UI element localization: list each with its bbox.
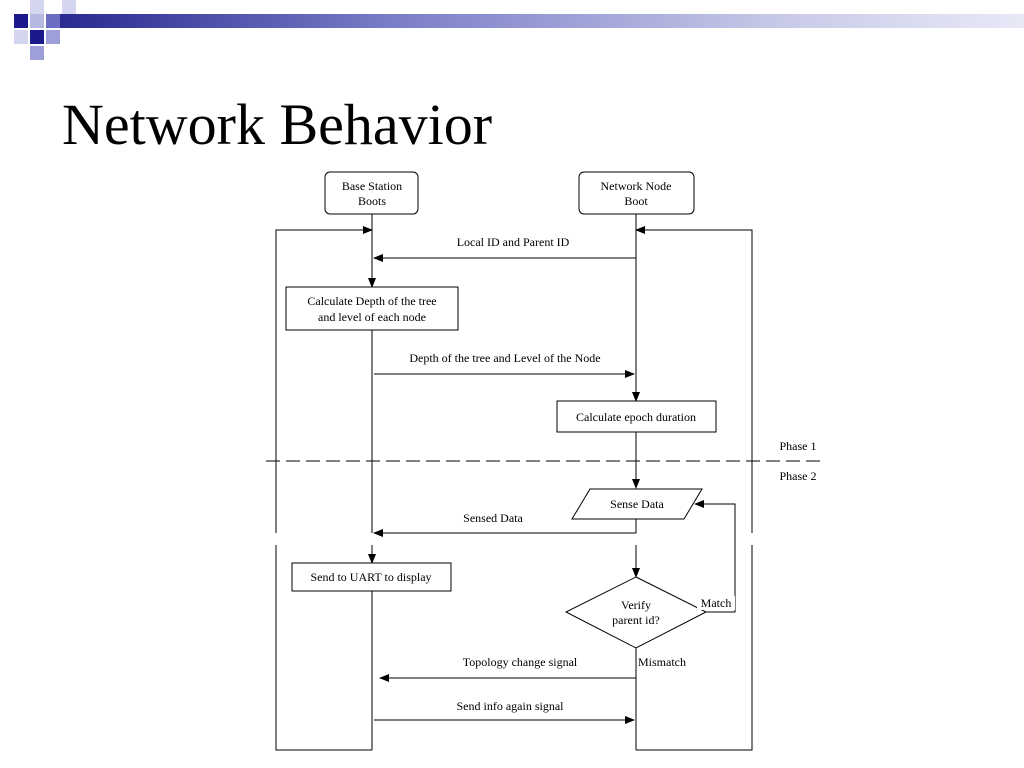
- base-station-boots-label: Base Station: [342, 179, 402, 193]
- calc-depth-label: Calculate Depth of the tree: [307, 294, 436, 308]
- calc-epoch-label: Calculate epoch duration: [576, 410, 696, 424]
- verify-label: Verify: [621, 598, 651, 612]
- sense-data-shape: [571, 488, 703, 520]
- send-info-again-label: Send info again signal: [457, 699, 565, 713]
- mismatch-label: Mismatch: [638, 655, 686, 669]
- deco-square: [46, 14, 60, 28]
- verify-label: parent id?: [612, 613, 660, 627]
- phase1-label: Phase 1: [780, 439, 817, 453]
- phase-separator-gap: [266, 533, 824, 545]
- network-node-boot-label: Network Node: [601, 179, 672, 193]
- sensed-data-label: Sensed Data: [463, 511, 523, 525]
- phase2-label: Phase 2: [780, 469, 817, 483]
- send-uart-box: [291, 562, 452, 592]
- header-decoration: [14, 0, 1024, 60]
- deco-square: [14, 30, 28, 44]
- local-id-label: Local ID and Parent ID: [457, 235, 570, 249]
- match-label-bg: [697, 596, 735, 610]
- network-node-boot-label: Boot: [624, 194, 648, 208]
- network-behavior-diagram: Base Station Boots Network Node Boot Loc…: [266, 168, 824, 758]
- topology-change-label: Topology change signal: [463, 655, 578, 669]
- match-label: Match: [701, 596, 732, 610]
- match-loop-arrow: [694, 500, 736, 613]
- send-uart-label: Send to UART to display: [310, 570, 431, 584]
- deco-square: [30, 30, 44, 44]
- header-gradient-bar: [60, 14, 1024, 28]
- depth-level-label: Depth of the tree and Level of the Node: [409, 351, 600, 365]
- deco-square: [30, 0, 44, 14]
- node-loop-line: [635, 226, 753, 751]
- deco-square: [46, 30, 60, 44]
- calc-depth-box: [285, 286, 459, 331]
- base-loop-line: [275, 226, 373, 751]
- calc-depth-label: and level of each node: [318, 310, 426, 324]
- calc-epoch-box: [556, 400, 717, 433]
- deco-square: [30, 14, 44, 28]
- base-station-boots-label: Boots: [358, 194, 386, 208]
- diagram-background: [266, 168, 824, 758]
- deco-square: [14, 14, 28, 28]
- deco-square: [30, 46, 44, 60]
- deco-square: [62, 0, 76, 14]
- sense-data-label: Sense Data: [610, 497, 664, 511]
- verify-diamond: [564, 576, 708, 649]
- slide-title: Network Behavior: [62, 92, 493, 157]
